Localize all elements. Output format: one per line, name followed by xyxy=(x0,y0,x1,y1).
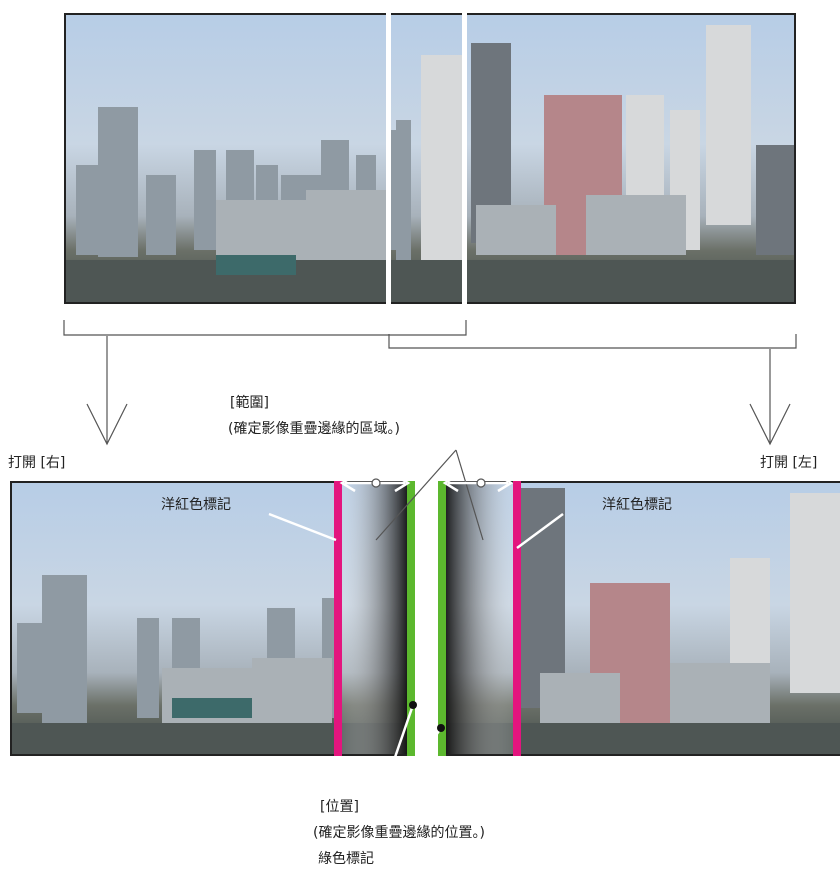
left-white-gap xyxy=(415,481,432,756)
left-green-marker xyxy=(407,481,415,756)
open-left-label: 打開 [左] xyxy=(760,455,818,471)
overlap-right-edge-line xyxy=(462,13,467,304)
position-title: [位置] xyxy=(320,799,359,815)
left-image xyxy=(10,481,432,756)
green-marker-label: 綠色標記 xyxy=(318,851,374,867)
right-magenta-marker xyxy=(513,481,521,756)
open-right-label: 打開 [右] xyxy=(8,455,66,471)
down-arrow-left-head xyxy=(86,403,128,446)
left-magenta-marker xyxy=(334,481,342,756)
overlap-left-edge-line xyxy=(386,13,391,304)
magenta-marker-label-right: 洋紅色標記 xyxy=(602,497,672,513)
right-bracket xyxy=(388,334,797,349)
left-bracket xyxy=(63,320,467,336)
right-green-marker xyxy=(438,481,446,756)
down-arrow-right-head xyxy=(749,403,791,446)
city-skyline xyxy=(66,25,794,302)
magenta-marker-label-left: 洋紅色標記 xyxy=(161,497,231,513)
range-title: [範圍] xyxy=(230,395,269,411)
range-description: (確定影像重疊邊緣的區域。) xyxy=(228,421,400,437)
panorama-image xyxy=(64,13,796,304)
position-description: (確定影像重疊邊緣的位置。) xyxy=(313,825,485,841)
